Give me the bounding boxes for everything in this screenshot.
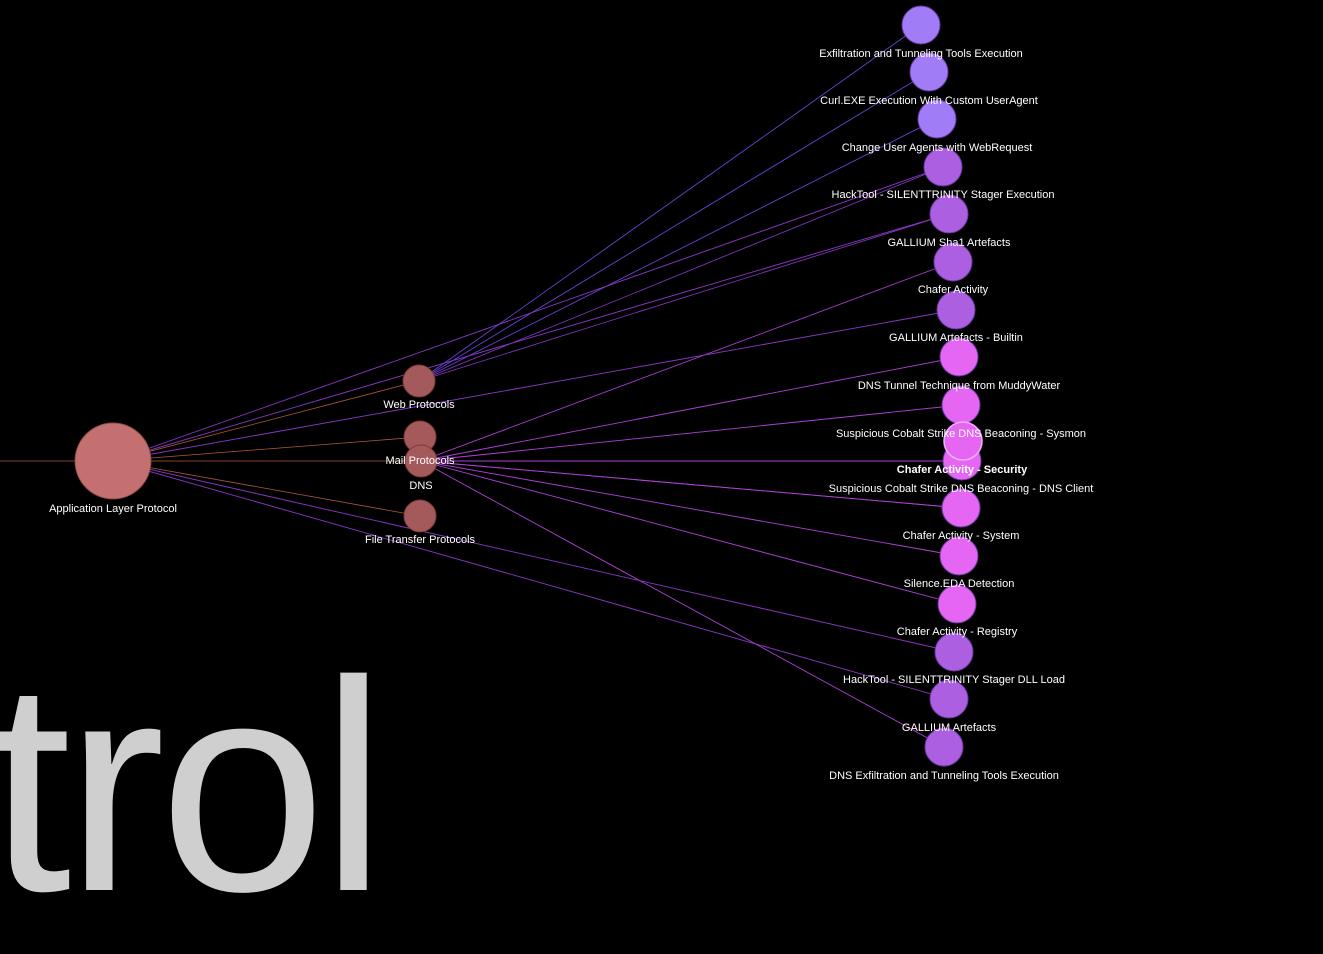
leaf-label-0: Exfiltration and Tunneling Tools Executi… [819,48,1022,60]
leaf-label-4: GALLIUM Sha1 Artefacts [888,237,1011,249]
node-ftp[interactable] [403,499,437,533]
leaf-node-11[interactable] [941,488,981,528]
leaf-node-1[interactable] [909,52,949,92]
graph-nodes [74,5,983,767]
graph-edge-leaf-13 [420,460,958,605]
graph-edge-leaf-7 [420,356,960,462]
leaf-label-3: HackTool - SILENTTRINITY Stager Executio… [832,189,1055,201]
graph-edge-leaf-5 [420,261,954,462]
node-dns[interactable] [404,444,438,478]
leaf-node-12[interactable] [939,536,979,576]
node-application-layer-protocol[interactable] [74,422,152,500]
graph-edge-leaf-12 [420,460,960,557]
leaf-label-5: Chafer Activity [918,284,989,296]
leaf-node-3[interactable] [923,147,963,187]
leaf-node-16[interactable] [924,727,964,767]
graph-edge-leaf-15 [112,460,950,700]
graph-edge-web-extra-4 [418,213,950,382]
leaf-label-13: Chafer Activity - Registry [897,626,1018,638]
network-graph: Application Layer Protocol Web ProtocolsM… [0,5,1093,782]
graph-edge-leaf-11 [420,460,962,509]
node-label-mail: Mail Protocols [385,455,455,467]
leaf-label-12: Silence.EDA Detection [904,578,1015,590]
leaf-node-5[interactable] [933,242,973,282]
leaf-label-6: GALLIUM Artefacts - Builtin [889,332,1023,344]
graph-edge-web-extra-3 [418,166,944,382]
graph-edge-leaf-0 [418,24,922,382]
leaf-node-7[interactable] [939,337,979,377]
leaf-node-2[interactable] [917,99,957,139]
leaf-label-8: Suspicious Cobalt Strike DNS Beaconing -… [836,428,1086,440]
leaf-label-11: Chafer Activity - System [903,530,1020,542]
leaf-node-13[interactable] [937,584,977,624]
graph-edges [0,24,962,748]
node-label-dns: DNS [409,480,432,492]
leaf-label-16: DNS Exfiltration and Tunneling Tools Exe… [829,770,1059,782]
leaf-label-2: Change User Agents with WebRequest [842,142,1033,154]
graph-edge-web [112,380,420,462]
node-label-web: Web Protocols [383,399,455,411]
graph-edge-ftp [112,460,421,517]
graph-edge-leaf-16 [420,460,945,748]
leaf-label-7: DNS Tunnel Technique from MuddyWater [858,380,1061,392]
node-label-ftp: File Transfer Protocols [365,534,476,546]
graph-labels: Application Layer Protocol Web ProtocolsM… [49,48,1093,782]
leaf-node-15[interactable] [929,679,969,719]
leaf-node-0[interactable] [901,5,941,45]
graph-edge-leaf-3 [112,166,944,462]
graph-edge-leaf-14 [112,460,955,653]
leaf-label-15: GALLIUM Artefacts [902,722,997,734]
graph-edge-leaf-2 [418,118,938,382]
graph-edge-leaf-1 [418,71,930,382]
leaf-label-10: Suspicious Cobalt Strike DNS Beaconing -… [829,483,1094,495]
graph-edge-leaf-6 [112,309,957,462]
graph-edge-leaf-8 [420,404,962,462]
leaf-node-14[interactable] [934,632,974,672]
leaf-label-1: Curl.EXE Execution With Custom UserAgent [820,95,1038,107]
graph-edge-mail [112,436,421,462]
node-web[interactable] [402,364,436,398]
leaf-node-6[interactable] [936,290,976,330]
leaf-node-4[interactable] [929,194,969,234]
leaf-label-9: Chafer Activity - Security [897,464,1028,476]
node-label-root: Application Layer Protocol [49,503,177,515]
leaf-node-highlight[interactable] [943,421,983,461]
graph-edge-leaf-4 [112,213,950,462]
leaf-label-14: HackTool - SILENTTRINITY Stager DLL Load [843,674,1065,686]
